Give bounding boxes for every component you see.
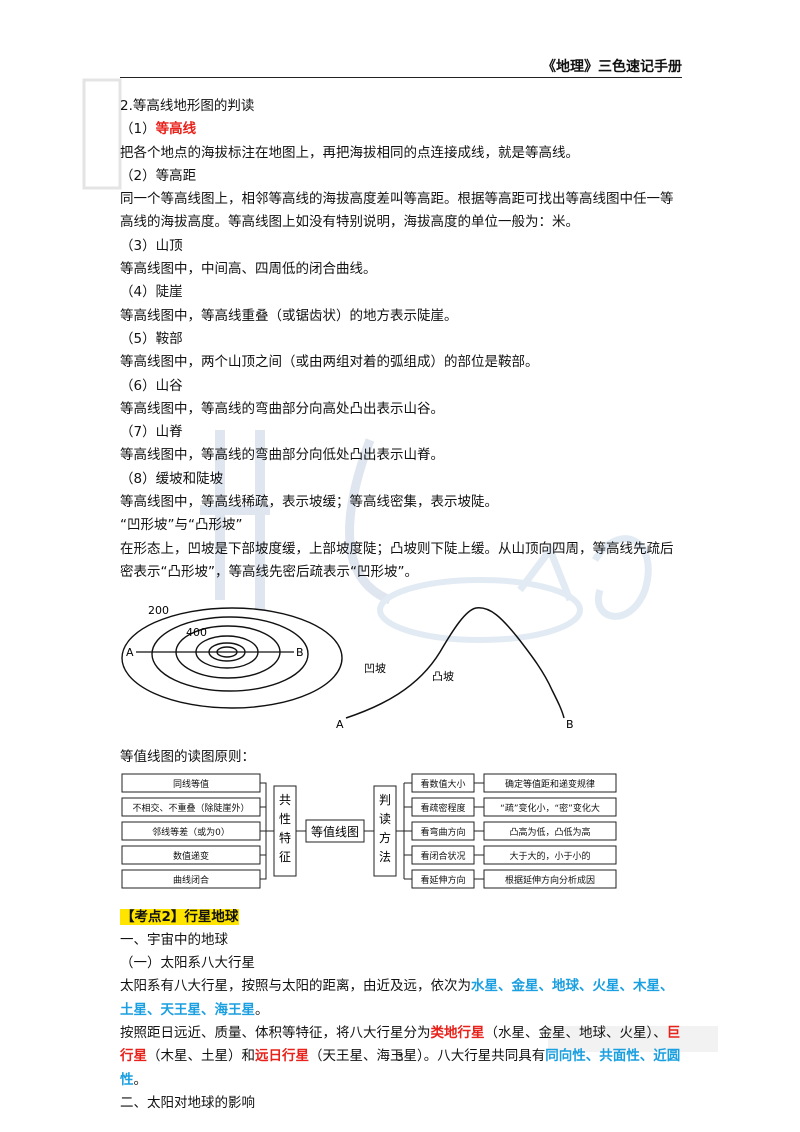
isoline-title: 等值线图的读图原则：	[120, 749, 255, 766]
item-3-heading: （3）山顶	[120, 237, 183, 254]
slope-title: “凹形坡”与“凸形坡”	[120, 517, 243, 534]
kaodian-h1: 一、宇宙中的地球	[120, 931, 228, 948]
item-7-text: 等高线图中，等高线的弯曲部分向低处凸出表示山脊。	[120, 447, 444, 464]
stamp-watermark	[82, 78, 122, 190]
contour-value-200: 200	[148, 604, 169, 617]
kaodian-h3: 二、太阳对地球的影响	[120, 1094, 255, 1111]
planets-end: 。	[255, 1001, 269, 1018]
slope-text: 在形态上，凹坡是下部坡度缓，上部坡度陡；凸坡则下陡上缓。从山顶向四周，等高线先疏…	[120, 540, 674, 580]
mid-item-1: 看数值大小	[420, 778, 465, 790]
item-1-text: 把各个地点的海拔标注在地图上，再把海拔相同的点连接成线，就是等高线。	[120, 144, 579, 161]
method-text-char: 读	[379, 812, 391, 826]
contour-label-b: B	[296, 646, 304, 659]
profile-label-b: B	[566, 718, 574, 730]
type-terrestrial: 类地行星	[430, 1025, 485, 1042]
left-item-4: 数值递变	[173, 850, 209, 862]
left-item-2: 不相交、不重叠（除陡崖外）	[132, 802, 249, 814]
types-intro: 按照距日远近、质量、体积等特征，将八大行星分为	[120, 1025, 431, 1042]
types-d: （天王星、海王星）。八大行星共同具有	[309, 1048, 546, 1065]
right-item-2: “疏”变化小，“密”变化大	[500, 802, 600, 814]
kaodian-h2: （一）太阳系八大行星	[120, 955, 255, 972]
planets-intro: 太阳系有八大行星，按照与太阳的距离，由近及远，依次为	[120, 978, 471, 995]
common-properties: 同向性、共面性、近圆性	[120, 1048, 681, 1088]
page-number: 3	[396, 1050, 404, 1064]
profile-label-a: A	[336, 718, 344, 730]
types-b: （水星、金星、地球、火星）、	[484, 1025, 667, 1042]
method-text-char: 判	[379, 793, 391, 807]
item-4-heading: （4）陡崖	[120, 284, 183, 301]
item-6-text: 等高线图中，等高线的弯曲部分向高处凸出表示山谷。	[120, 400, 444, 417]
content-body: 2.等高线地形图的判读 （1）等高线 把各个地点的海拔标注在地图上，再把海拔相同…	[120, 95, 684, 1115]
right-item-3: 凸高为低，凸低为高	[509, 826, 590, 838]
item-2-heading: （2）等高距	[120, 167, 197, 184]
left-item-1: 同线等值	[173, 778, 209, 790]
type-far: 远日行星	[255, 1048, 309, 1065]
type-giant: 巨行星	[120, 1025, 681, 1065]
right-item-1: 确定等值距和递变规律	[505, 778, 595, 790]
item-3-text: 等高线图中，中间高、四周低的闭合曲线。	[120, 261, 377, 278]
contour-label-a: A	[126, 646, 134, 659]
slope-profile	[345, 607, 565, 719]
item-1-heading: （1）等高线	[120, 118, 684, 141]
planets-paragraph: 太阳系有八大行星，按照与太阳的距离，由近及远，依次为水星、金星、地球、火星、木星…	[120, 975, 684, 1022]
center-box: 等值线图	[311, 824, 359, 839]
feature-text-char: 共	[279, 793, 291, 807]
method-box-text: 判读方法	[379, 793, 391, 864]
header-divider	[120, 77, 682, 78]
header-title: 《地理》三色速记手册	[542, 59, 682, 75]
isoline-flowchart: 同线等值 不相交、不重叠（除陡崖外） 邻线等差（或为0） 数值递变 曲线闭合 看…	[121, 773, 617, 889]
item-8-heading: （8）缓坡和陡坡	[120, 470, 224, 487]
kaodian-tag: 【考点2】行星地球	[120, 908, 240, 925]
item-4-text: 等高线图中，等高线重叠（或锯齿状）的地方表示陡崖。	[120, 307, 458, 324]
mid-item-4: 看闭合状况	[420, 850, 465, 862]
profile-label-convex: 凸坡	[432, 670, 454, 683]
contour-figure: A B 200 400 A B 凹坡 凸坡	[121, 604, 574, 730]
feature-text-char: 性	[279, 812, 291, 826]
item-2-text: 同一个等高线图上，相邻等高线的海拔高度差叫等高距。根据等高距可找出等高线图中任一…	[120, 191, 674, 231]
types-c: （木星、土星）和	[147, 1048, 255, 1065]
right-item-5: 根据延伸方向分析成因	[505, 874, 595, 886]
right-item-4: 大于大的，小于小的	[509, 850, 590, 862]
profile-label-concave: 凹坡	[364, 662, 386, 675]
item-1-title: 等高线	[155, 121, 197, 138]
mid-item-5: 看延伸方向	[420, 874, 465, 886]
item-5-heading: （5）鞍部	[120, 330, 183, 347]
feature-text-char: 特	[279, 830, 291, 845]
planets-list: 水星、金星、地球、火星、木星、土星、天王星、海王星	[120, 978, 674, 1018]
mid-item-2: 看疏密程度	[420, 802, 465, 814]
mid-item-3: 看弯曲方向	[420, 826, 465, 838]
section-heading: 2.等高线地形图的判读	[120, 98, 255, 114]
contour-value-400: 400	[186, 626, 207, 639]
item-6-heading: （6）山谷	[120, 377, 183, 394]
left-item-3: 邻线等差（或为0）	[152, 826, 230, 838]
item-1-label: （1）	[120, 121, 156, 138]
method-text-char: 法	[379, 850, 391, 864]
item-7-heading: （7）山脊	[120, 424, 183, 441]
left-item-5: 曲线闭合	[173, 874, 209, 886]
item-8-text: 等高线图中，等高线稀疏，表示坡缓；等高线密集，表示坡陡。	[120, 494, 498, 511]
method-text-char: 方	[379, 830, 391, 845]
feature-text-char: 征	[279, 850, 291, 864]
types-end: 。	[133, 1071, 148, 1088]
planet-types-paragraph: 按照距日远近、质量、体积等特征，将八大行星分为类地行星（水星、金星、地球、火星）…	[120, 1022, 684, 1092]
kaodian-tag-line: 【考点2】行星地球	[120, 906, 684, 929]
feature-box-text: 共性特征	[279, 793, 291, 864]
contour-map	[121, 607, 343, 709]
item-5-text: 等高线图中，两个山顶之间（或由两组对着的弧组成）的部位是鞍部。	[120, 354, 539, 371]
